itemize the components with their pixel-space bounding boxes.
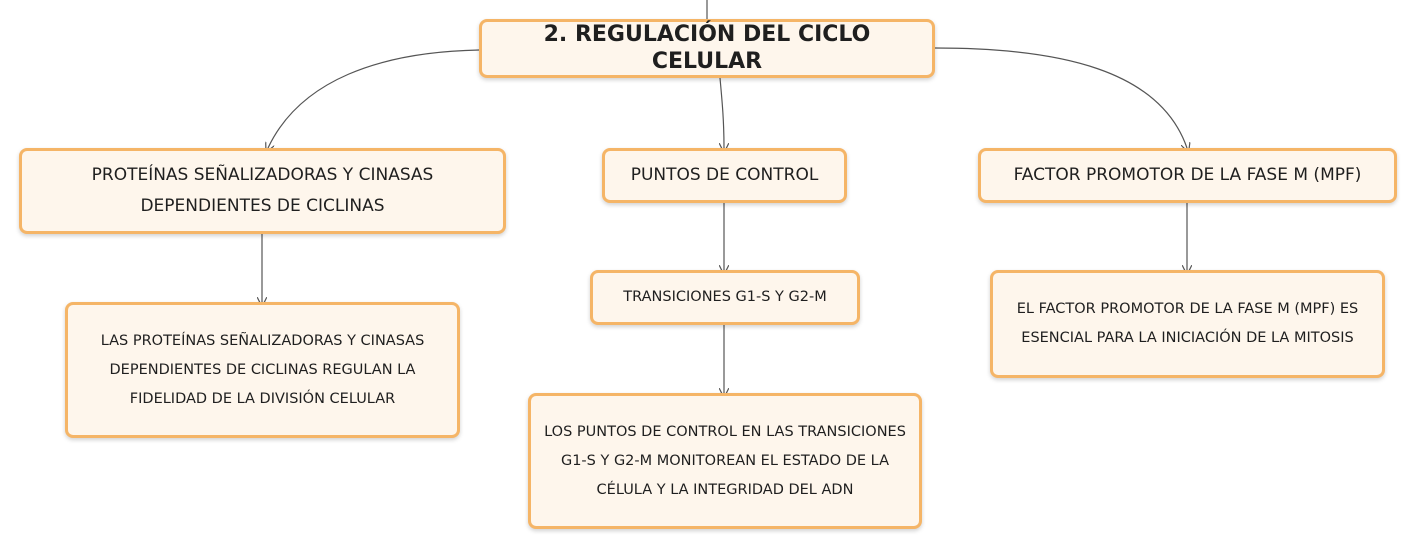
puntos-de-control-node-label: PUNTOS DE CONTROL [630, 165, 819, 185]
mpf-node[interactable]: FACTOR PROMOTOR DE LA FASE M (MPF) [978, 148, 1397, 203]
proteinas-description-node[interactable]: LAS PROTEÍNAS SEÑALIZADORAS Y CINASAS DE… [65, 302, 460, 438]
transiciones-description-label: LOS PUNTOS DE CONTROL EN LAS TRANSICIONE… [544, 423, 906, 498]
connector-root-to-puntos [720, 77, 724, 148]
proteinas-node-label: PROTEÍNAS SEÑALIZADORAS Y CINASAS DEPEND… [91, 165, 434, 216]
proteinas-description-label: LAS PROTEÍNAS SEÑALIZADORAS Y CINASAS DE… [100, 332, 425, 407]
puntos-de-control-node[interactable]: PUNTOS DE CONTROL [602, 148, 847, 203]
transiciones-description-node[interactable]: LOS PUNTOS DE CONTROL EN LAS TRANSICIONE… [528, 393, 922, 529]
mpf-description-node[interactable]: EL FACTOR PROMOTOR DE LA FASE M (MPF) ES… [990, 270, 1385, 378]
root-node-label: 2. REGULACIÓN DEL CICLO CELULAR [543, 22, 871, 74]
proteinas-node[interactable]: PROTEÍNAS SEÑALIZADORAS Y CINASAS DEPEND… [19, 148, 506, 234]
transiciones-node-label: TRANSICIONES G1-S Y G2-M [623, 289, 827, 305]
mpf-node-label: FACTOR PROMOTOR DE LA FASE M (MPF) [1013, 165, 1362, 185]
root-node[interactable]: 2. REGULACIÓN DEL CICLO CELULAR [479, 19, 935, 78]
mpf-description-label: EL FACTOR PROMOTOR DE LA FASE M (MPF) ES… [1016, 301, 1359, 346]
connector-root-to-mpf [934, 47, 1187, 148]
connector-root-to-proteinas [268, 49, 480, 148]
transiciones-node[interactable]: TRANSICIONES G1-S Y G2-M [590, 270, 860, 325]
